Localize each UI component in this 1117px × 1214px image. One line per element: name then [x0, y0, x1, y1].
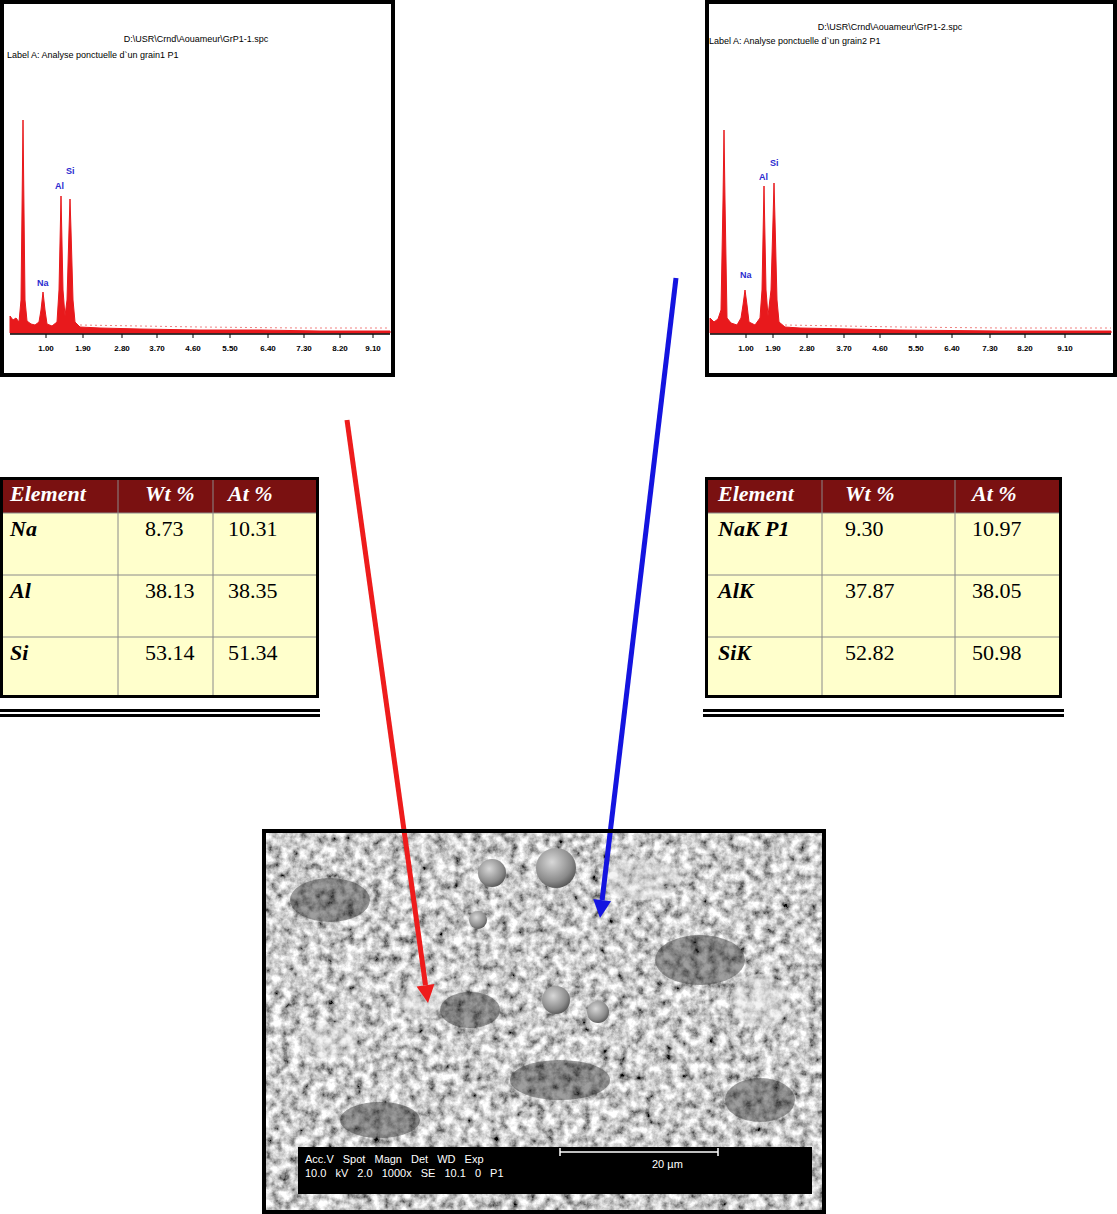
sem-parameters: Acc.V Spot Magn Det WD Exp	[305, 1153, 484, 1166]
table-value: 10.31	[228, 516, 278, 541]
spectrum-trace	[10, 120, 390, 333]
energy-tick: 2.80	[799, 344, 815, 353]
arrow-head	[417, 984, 435, 1003]
file-path: D:\USR\Crnd\Aouameur\GrP1-1.spc	[124, 34, 269, 44]
table-value: 38.05	[972, 578, 1022, 603]
energy-tick: 1.90	[765, 344, 781, 353]
spectrum-ground	[0, 0, 395, 377]
arrow-connector	[593, 278, 676, 918]
peak-label: Si	[770, 158, 779, 168]
table-value: 10.97	[972, 516, 1022, 541]
energy-tick: 6.40	[260, 344, 276, 353]
spectrum-noise	[785, 325, 1111, 328]
energy-tick: 3.70	[836, 344, 852, 353]
arrow-head	[593, 899, 611, 918]
spectrum-panel: D:\USR\Crnd\Aouameur\GrP1-1.spcLabel A: …	[0, 0, 395, 377]
energy-tick: 4.60	[185, 344, 201, 353]
table-header: At %	[228, 481, 273, 506]
table-header: At %	[972, 481, 1017, 506]
energy-tick: 5.50	[908, 344, 924, 353]
energy-tick: 4.60	[872, 344, 888, 353]
energy-axis	[710, 333, 1111, 335]
energy-tick: 7.30	[296, 344, 312, 353]
spectrum-label: Label A: Analyse ponctuelle d`un grain2 …	[709, 36, 881, 46]
energy-tick: 6.40	[944, 344, 960, 353]
energy-tick: 2.80	[114, 344, 130, 353]
table-header: Element	[718, 481, 794, 506]
spectrum-ground	[705, 0, 1117, 377]
element-name: Si	[10, 640, 28, 665]
table-header: Wt %	[845, 481, 895, 506]
energy-tick: 1.90	[75, 344, 91, 353]
peak-label: Na	[37, 278, 49, 288]
table-value: 9.30	[845, 516, 884, 541]
energy-tick: 8.20	[1017, 344, 1033, 353]
data-table	[703, 477, 1064, 717]
element-name: Na	[10, 516, 37, 541]
table-value: 37.87	[845, 578, 895, 603]
peak-label: Na	[740, 270, 752, 280]
arrow-shaft	[602, 278, 676, 900]
spectrum-label: Label A: Analyse ponctuelle d`un grain1 …	[7, 50, 179, 60]
peak-label: Al	[759, 172, 768, 182]
energy-tick: 7.30	[982, 344, 998, 353]
table-value: 53.14	[145, 640, 195, 665]
sem-image-frame: Acc.V Spot Magn Det WD Exp10.0 kV 2.0 10…	[262, 829, 826, 1214]
energy-tick: 9.10	[1057, 344, 1073, 353]
energy-tick: 3.70	[149, 344, 165, 353]
peak-label: Al	[55, 181, 64, 191]
energy-tick: 1.00	[738, 344, 754, 353]
table-value: 50.98	[972, 640, 1022, 665]
energy-tick: 5.50	[222, 344, 238, 353]
table-value: 8.73	[145, 516, 184, 541]
table-header: Wt %	[145, 481, 195, 506]
table-value: 51.34	[228, 640, 278, 665]
energy-tick: 1.00	[38, 344, 54, 353]
element-name: SiK	[718, 640, 751, 665]
element-name: NaK P1	[718, 516, 790, 541]
spectrum-trace	[710, 130, 1111, 333]
element-name: Al	[10, 578, 31, 603]
spectrum-noise	[80, 325, 390, 328]
arrow-connector	[347, 420, 434, 1003]
table-header: Element	[10, 481, 86, 506]
energy-axis	[10, 333, 390, 335]
energy-tick: 8.20	[332, 344, 348, 353]
peak-label: Si	[66, 166, 75, 176]
scale-bar-label: 20 µm	[652, 1158, 683, 1171]
file-path: D:\USR\Crnd\Aouameur\GrP1-2.spc	[818, 22, 963, 32]
axis-ticks	[746, 334, 1065, 338]
data-table	[0, 477, 320, 717]
element-name: AlK	[718, 578, 753, 603]
table-value: 38.13	[145, 578, 195, 603]
table-value: 52.82	[845, 640, 895, 665]
sem-micrograph	[266, 833, 822, 1210]
energy-tick: 9.10	[365, 344, 381, 353]
spectrum-panel: D:\USR\Crnd\Aouameur\GrP1-2.spcLabel A: …	[705, 0, 1117, 377]
table-value: 38.35	[228, 578, 278, 603]
arrow-shaft	[347, 420, 426, 985]
axis-ticks	[46, 334, 373, 338]
sem-parameters: 10.0 kV 2.0 1000x SE 10.1 0 P1	[305, 1167, 504, 1180]
